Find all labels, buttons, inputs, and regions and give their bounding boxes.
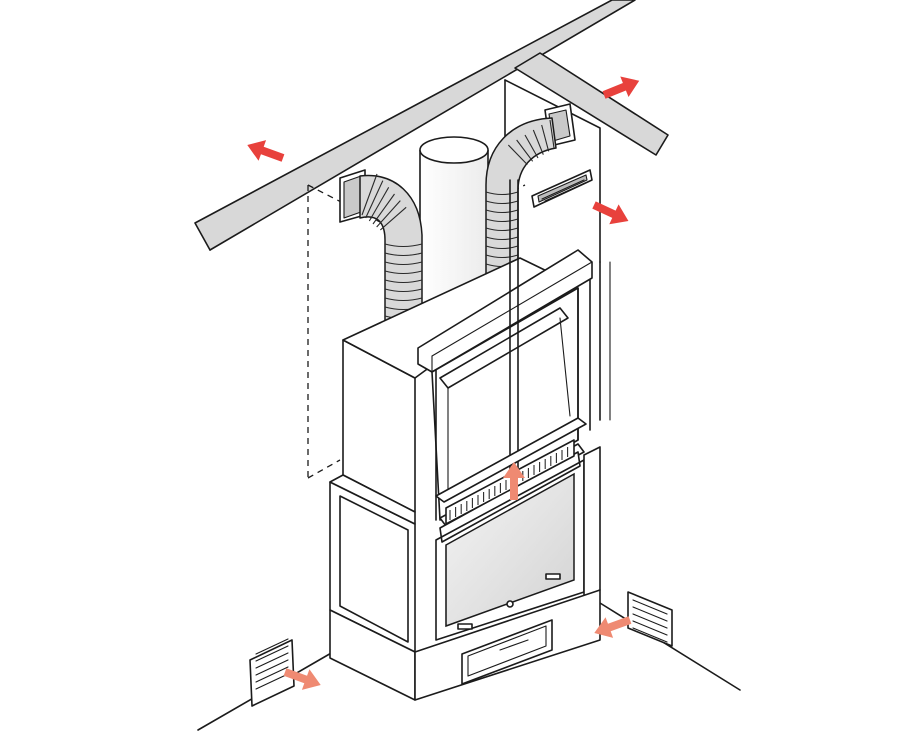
duct-rib [549,119,555,149]
duct-rib [372,193,395,225]
left-flexible-duct [339,169,423,346]
right-flexible-duct [485,103,576,291]
ceiling-beams [194,0,669,251]
airflow-arrows [247,76,640,690]
vent-slat [255,659,289,676]
duct-rib [516,139,534,162]
duct-rib [361,173,378,216]
arrow-firebox-up [503,462,525,500]
duct-rib [384,270,423,275]
wall-vent-grille [531,169,593,208]
airflow-arrow-shape [594,616,632,638]
airflow-arrow-shape [602,76,640,99]
duct-rib [524,134,539,159]
airflow-arrow-shape [592,201,629,225]
duct-rib [485,200,519,205]
duct-rib [384,252,423,257]
duct-rib [384,288,423,293]
duct-rib [384,261,423,266]
airflow-arrow-shape [283,668,321,690]
arrow-floor-left [283,668,321,690]
vent-slat [255,638,289,655]
vent-slat [255,673,289,690]
duct-rib [485,245,519,250]
vent-slat [632,613,668,629]
fireplace-insert [417,179,593,641]
duct-rib [485,254,519,259]
vent-slat [255,666,289,683]
floor-vent-right [627,591,673,647]
vent-slat [255,652,289,669]
vent-slat [255,645,289,662]
duct-rib [485,218,519,223]
duct-rib [485,191,519,196]
vent-slat [632,620,668,636]
duct-rib [507,144,528,166]
arrow-wall-vent [592,201,629,225]
airflow-arrow-shape [503,462,525,500]
duct-rib [485,236,519,241]
base-cabinet [329,446,601,701]
vent-slat [632,627,668,643]
duct-rib [532,129,544,155]
vent-slat [632,599,668,615]
duct-rib [541,124,550,152]
duct-rib [384,279,423,284]
duct-rib [485,209,519,214]
duct-rib [376,200,401,228]
duct-rib [384,297,423,302]
arrow-floor-right [594,616,632,638]
vent-slat [632,606,668,622]
floor-vent-left [249,638,295,707]
duct-rib [384,243,423,248]
airflow-arrow-shape [247,140,285,162]
arrow-ceiling-right [602,76,640,99]
arrow-ceiling-left [247,140,285,162]
duct-rib [379,206,407,231]
duct-rib [365,180,384,219]
duct-rib [368,187,390,222]
duct-rib [485,227,519,232]
